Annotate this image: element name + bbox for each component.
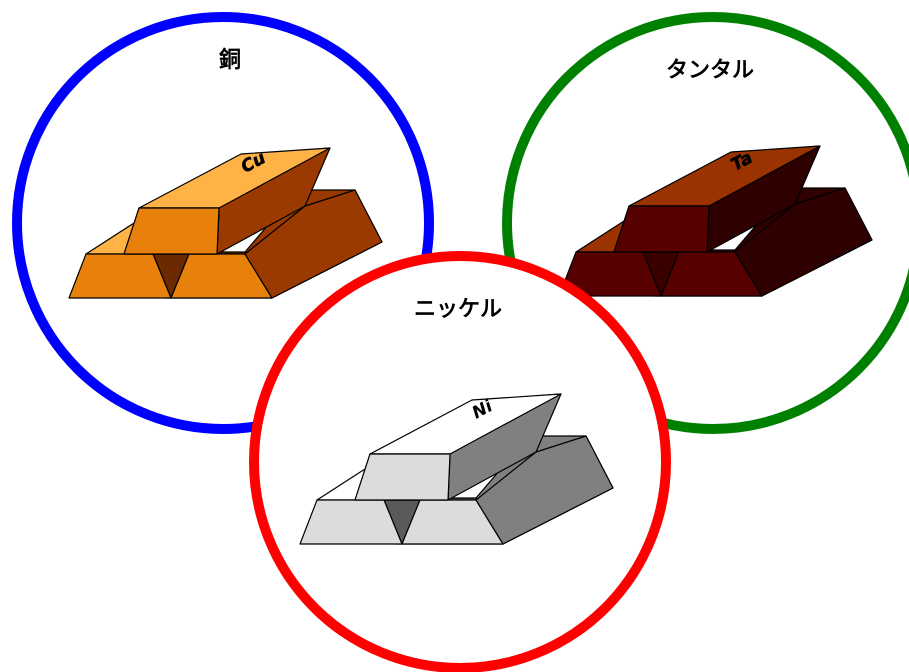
tantalum-ingot-stack: Ta [559, 146, 872, 296]
top-ingot-front-overlay [124, 208, 219, 254]
nickel-label: ニッケル [414, 297, 502, 322]
nickel-group: ニッケル Ni [254, 256, 666, 668]
left-ingot-front [69, 254, 171, 298]
left-ingot-front [300, 500, 402, 544]
top-ingot-front-overlay [355, 454, 450, 500]
tantalum-label: タンタル [666, 58, 754, 83]
copper-label: 銅 [219, 47, 241, 73]
copper-ingot-stack: Cu [69, 148, 382, 298]
top-ingot-front-overlay [614, 206, 709, 252]
